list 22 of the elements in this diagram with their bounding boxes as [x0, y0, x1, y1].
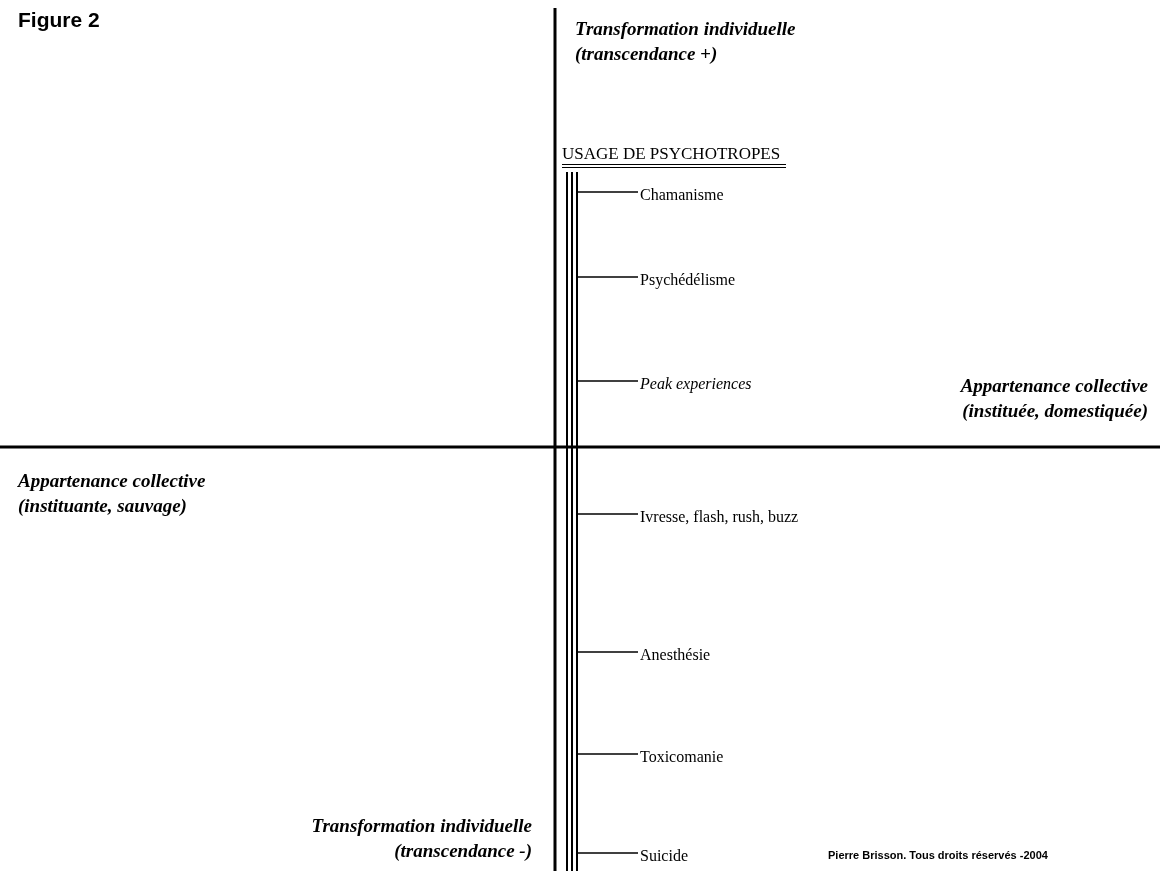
triple-line-bar — [566, 172, 578, 871]
heading-text: USAGE DE PSYCHOTROPES — [562, 144, 787, 168]
category-label: Anesthésie — [640, 645, 711, 665]
axis-label: Appartenance collective (instituée, domestiquée) — [959, 374, 1148, 423]
axis-label: Transformation individuelle (transcendance -) — [310, 814, 532, 863]
tick-line — [577, 380, 639, 382]
tick-line — [577, 753, 639, 755]
figure-title: Figure 2 — [18, 8, 100, 32]
category-label: Ivresse, flash, rush, buzz — [640, 507, 799, 527]
tick-line — [577, 852, 639, 854]
category-label: Peak experiences — [640, 374, 752, 394]
category-label: Suicide — [640, 846, 688, 866]
category-label: Psychédélisme — [640, 270, 736, 290]
tick-line — [577, 276, 639, 278]
tick-line — [577, 513, 639, 515]
category-label: Chamanisme — [640, 185, 724, 205]
credit-text: Pierre Brisson. Tous droits réservés -2004 — [828, 849, 1048, 861]
axis-label: Transformation individuelle (transcendance +) — [575, 17, 797, 66]
tick-line — [577, 191, 639, 193]
tick-line — [577, 651, 639, 653]
category-label: Toxicomanie — [640, 747, 724, 767]
axis-label: Appartenance collective (instituante, sauvage) — [18, 469, 207, 518]
